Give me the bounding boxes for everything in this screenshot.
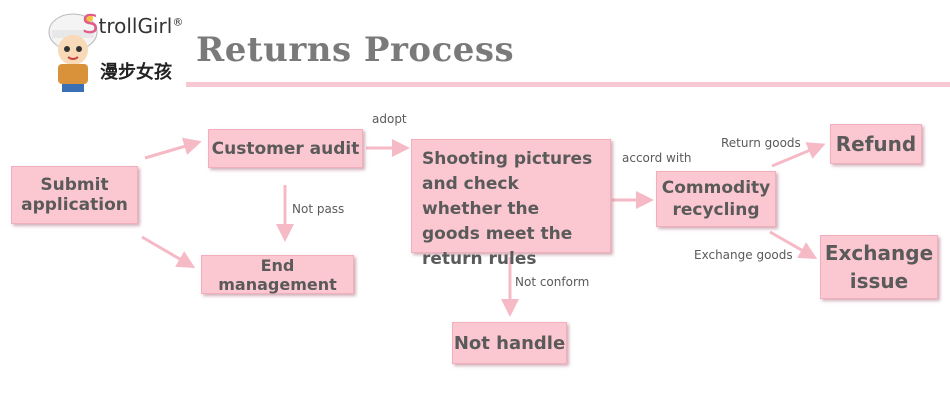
title-underline: [186, 82, 950, 87]
node-exchange-label: Exchange issue: [824, 241, 934, 293]
edge-label-not-pass: Not pass: [292, 202, 345, 216]
page-title: Returns Process: [196, 30, 515, 70]
edge-label-return-goods: Return goods: [721, 136, 801, 150]
registered-mark: ®: [172, 15, 184, 29]
edge-label-exchange-goods: Exchange goods: [694, 248, 793, 262]
node-customer-audit: Customer audit: [208, 129, 363, 168]
edge-label-not-conform: Not conform: [515, 275, 590, 289]
arrow-commodity-to-exchange: [769, 230, 818, 259]
brand-initial: S: [82, 10, 99, 40]
brand-name: StrollGirl®: [82, 10, 183, 40]
node-not-handle-label: Not handle: [453, 332, 566, 354]
edge-label-adopt: adopt: [372, 112, 407, 126]
node-submit-label: Submit application: [21, 175, 128, 215]
brand-chinese-name: 漫步女孩: [100, 62, 172, 83]
arrow-submit-to-audit: [144, 137, 202, 160]
node-refund-label: Refund: [835, 132, 917, 156]
node-end-management: End management: [201, 255, 354, 294]
arrow-commodity-to-refund: [771, 142, 826, 168]
edge-label-accord-with: accord with: [622, 151, 692, 165]
node-commodity-label: Commodity recycling: [661, 178, 771, 220]
node-shooting-pictures: Shooting pictures and check whether the …: [411, 139, 611, 269]
node-end-management-label: End management: [218, 255, 337, 294]
mascot-icon: [48, 13, 98, 92]
node-customer-audit-label: Customer audit: [211, 138, 360, 159]
node-exchange-issue: Exchange issue: [820, 235, 938, 299]
node-refund: Refund: [830, 124, 922, 164]
node-not-handle: Not handle: [452, 322, 567, 364]
node-shooting-label: Shooting pictures and check whether the …: [422, 149, 593, 269]
node-commodity-recycling: Commodity recycling: [656, 171, 776, 227]
node-submit-application: Submit application: [11, 166, 138, 224]
arrow-submit-to-end: [141, 235, 196, 269]
brand-rest: trollGirl: [98, 14, 173, 38]
